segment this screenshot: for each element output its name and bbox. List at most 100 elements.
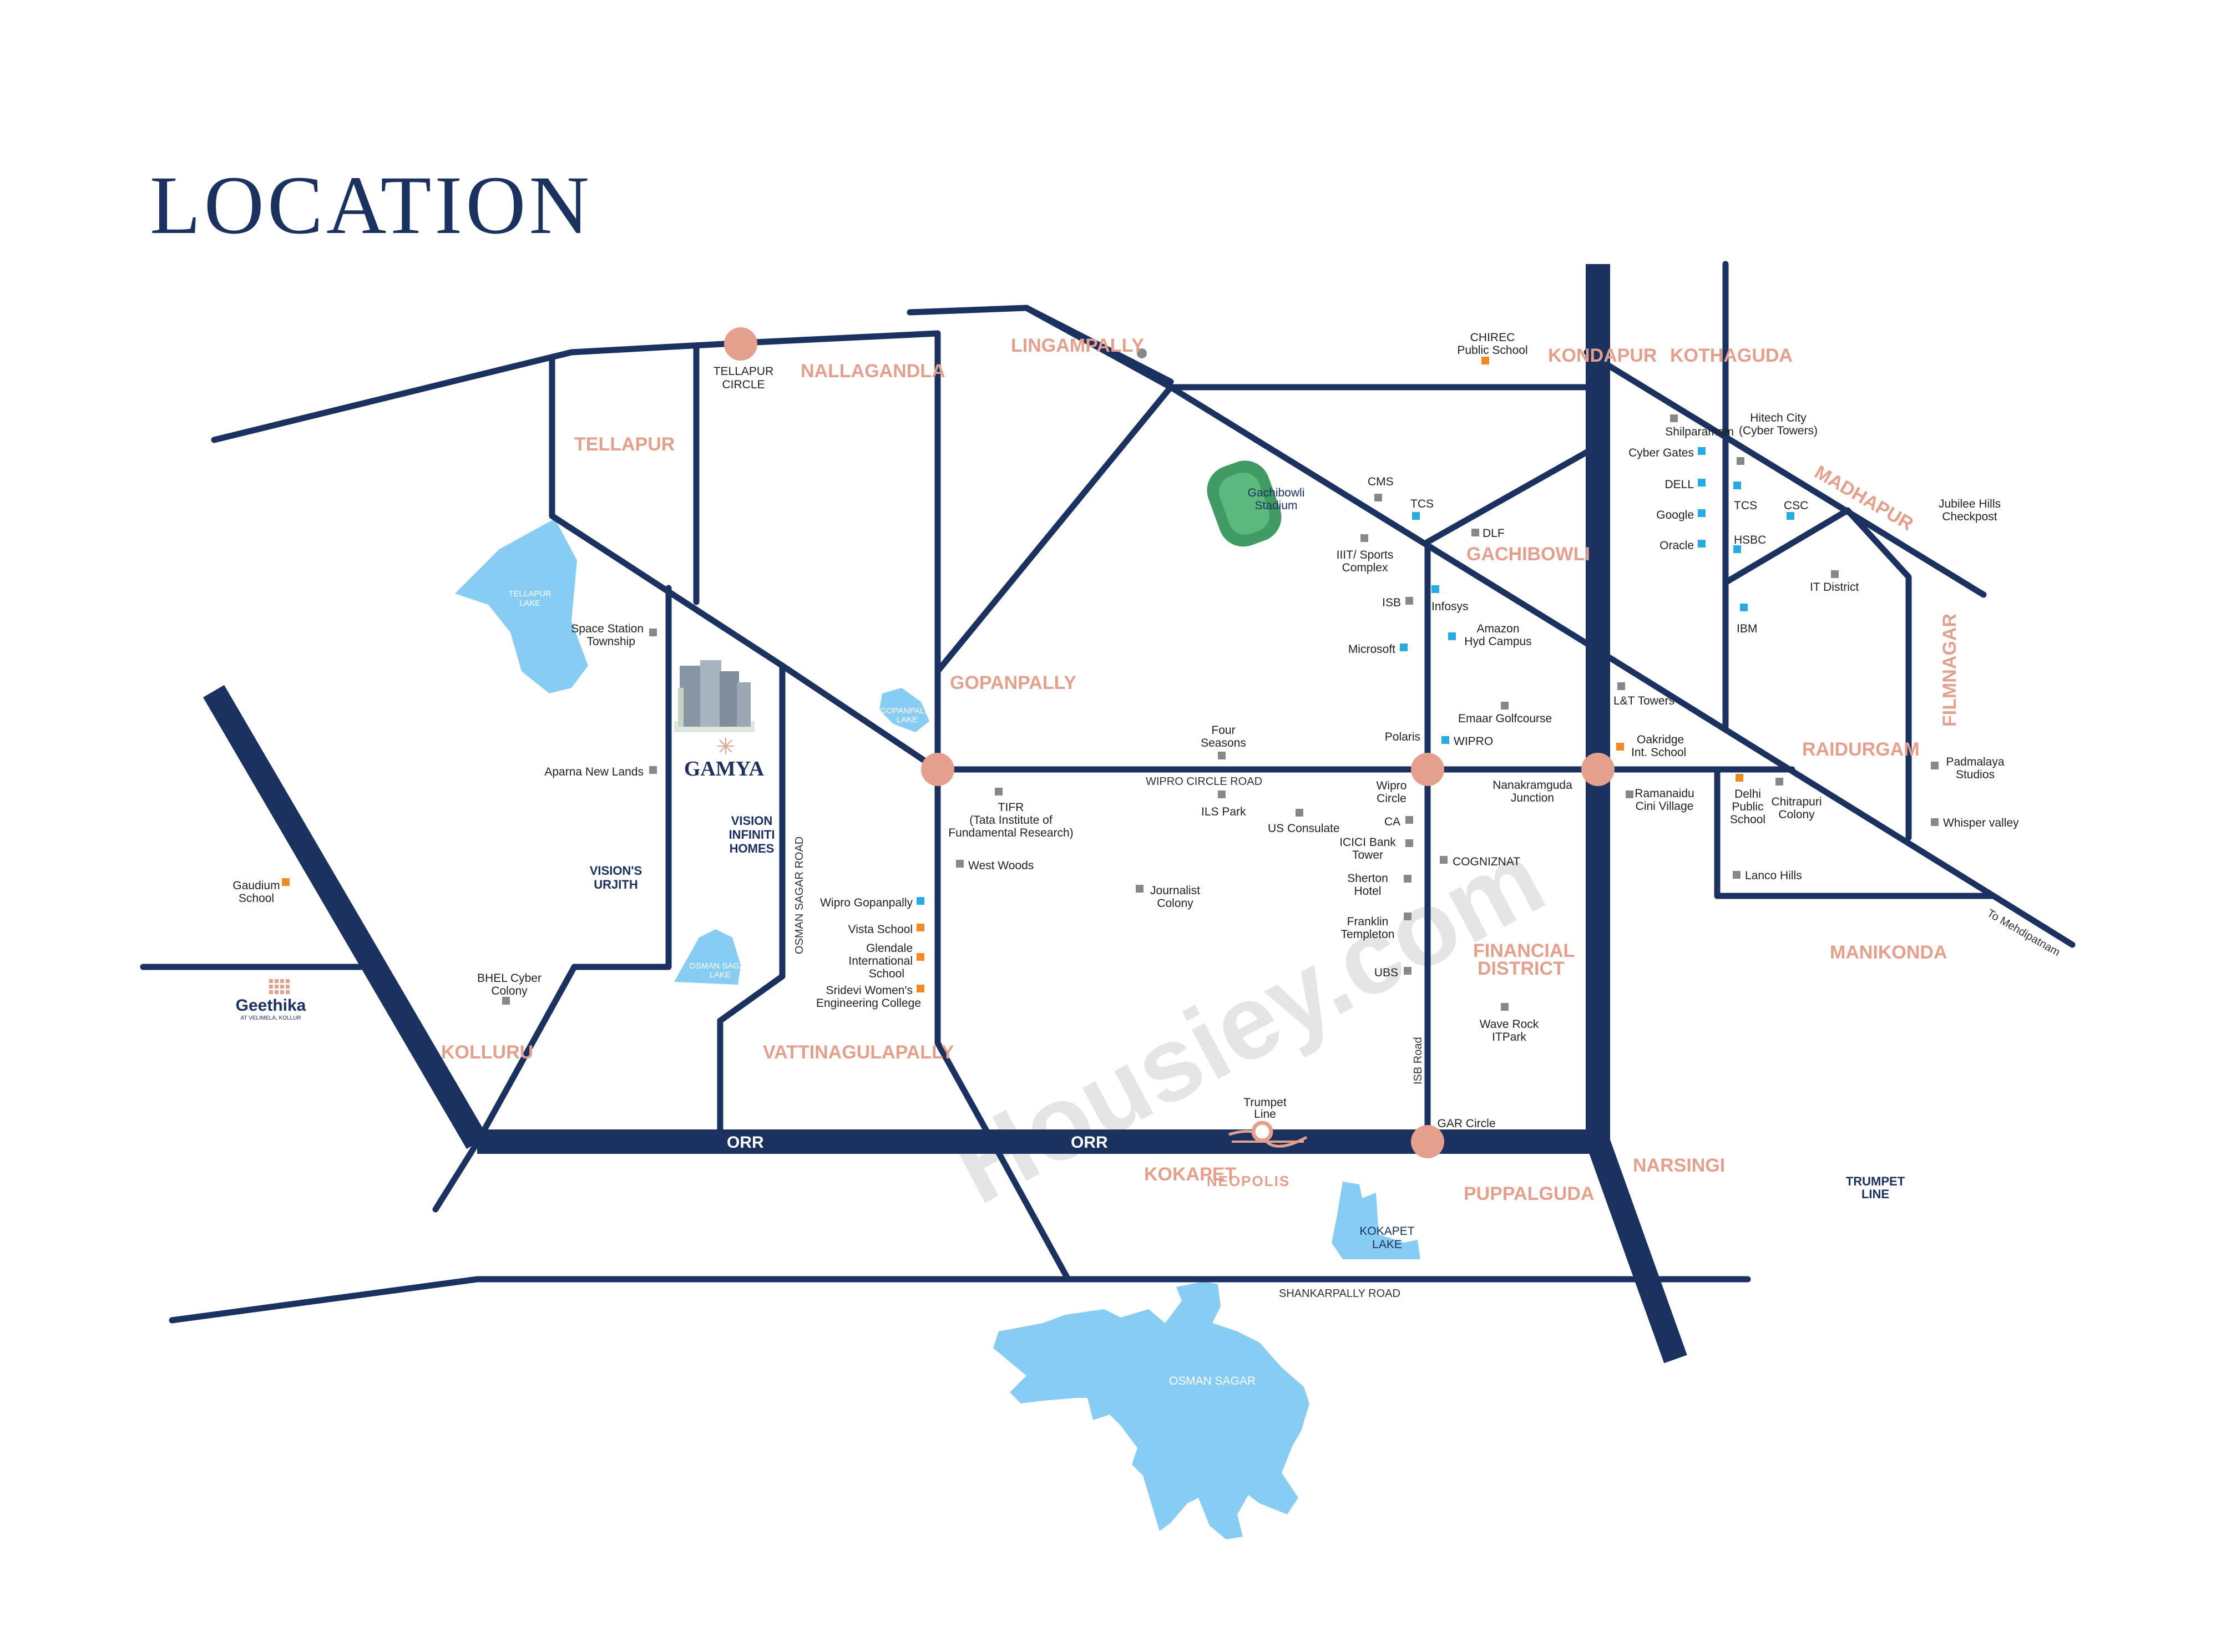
- kokapet-lake: [1332, 1182, 1420, 1259]
- whisper-valley-label: Whisper valley: [1943, 817, 2019, 829]
- kokapet-lake-label-1: KOKAPET: [1359, 1225, 1414, 1238]
- wave-rock-label-1: Wave Rock: [1480, 1018, 1539, 1031]
- osman-sagar-road-label: OSMAN SAGAR ROAD: [793, 837, 806, 954]
- area-manikonda: MANIKONDA: [1830, 942, 1947, 963]
- four-seasons-label-2: Seasons: [1201, 737, 1246, 749]
- gopanpally-lake: [879, 688, 929, 732]
- lingampally-marker: [1137, 348, 1147, 358]
- gamya-label: GAMYA: [684, 757, 765, 781]
- kokapet-lake-label-2: LAKE: [1372, 1238, 1402, 1251]
- icici-label-1: ICICI Bank: [1339, 836, 1396, 849]
- osman-sagar-label: OSMAN SAGAR: [1169, 1375, 1256, 1387]
- road-gachibowli-diag: [1424, 449, 1590, 545]
- iiit-label-1: IIIT/ Sports: [1337, 549, 1394, 561]
- orr-label-main-2: ORR: [1071, 1133, 1108, 1152]
- road-orr-spur-south: [432, 1139, 480, 1213]
- isb-road-label: ISB Road: [1412, 1037, 1424, 1085]
- visions-urjith-label-1: VISION'S: [590, 864, 642, 878]
- nanakramguda-label-2: Junction: [1511, 792, 1554, 804]
- journalist-label-1: Journalist: [1150, 884, 1200, 897]
- area-financial-district-2: DISTRICT: [1478, 958, 1565, 979]
- area-puppalguda: PUPPALGUDA: [1464, 1183, 1595, 1204]
- gaudium-label-2: School: [239, 892, 274, 905]
- jubilee-label-2: Checkpost: [1942, 510, 1997, 523]
- junctions: [724, 327, 1615, 1158]
- road-lingampally-diag: [1023, 305, 2076, 948]
- gopanpally-lake-label-2: LAKE: [897, 715, 918, 724]
- wipro-circle-label-1: Wipro: [1377, 779, 1407, 792]
- orr-east-vertical: [1586, 264, 1687, 1364]
- polaris-label: Polaris: [1385, 731, 1420, 743]
- hsbc-label: HSBC: [1734, 534, 1766, 546]
- road-tellapur-north: [211, 330, 941, 443]
- ibm-label: IBM: [1737, 622, 1757, 635]
- road-shankarpally: [169, 1276, 1751, 1324]
- space-station-label-1: Space Station: [571, 622, 644, 635]
- tellapur-lake-label-2: LAKE: [519, 599, 540, 608]
- landmark-markers: [282, 348, 1939, 1011]
- gachibowli-stadium: [1207, 460, 1282, 547]
- oracle-label: Oracle: [1660, 539, 1694, 552]
- area-kokapet: KOKAPET: [1144, 1164, 1236, 1185]
- bhel-label-2: Colony: [491, 985, 528, 997]
- dps-label-3: School: [1730, 813, 1765, 826]
- junction-gopanpally: [921, 753, 954, 786]
- franklin-label-2: Templeton: [1341, 928, 1395, 941]
- tellapur-lake: [455, 519, 588, 693]
- oakridge-label-2: Int. School: [1631, 746, 1686, 759]
- chitrapuri-label-1: Chitrapuri: [1771, 795, 1822, 808]
- road-madhapur-loop: [1722, 507, 1912, 841]
- amazon-label-1: Amazon: [1476, 622, 1519, 635]
- infosys-label: Infosys: [1431, 600, 1469, 613]
- lanco-hills-label: Lanco Hills: [1745, 869, 1802, 882]
- gar-circle-label: GAR Circle: [1437, 1117, 1495, 1130]
- chirec-label-1: CHIREC: [1470, 331, 1515, 344]
- wipro-gopanpally-label: Wipro Gopanpally: [820, 896, 913, 909]
- aparna-label: Aparna New Lands: [544, 766, 644, 778]
- iiit-label-2: Complex: [1342, 561, 1388, 574]
- orr-west-diagonal: [203, 685, 488, 1149]
- space-station-label-2: Township: [586, 635, 635, 648]
- road-kothaguda-diag: [1583, 349, 1987, 598]
- orr-label-main-1: ORR: [727, 1133, 764, 1152]
- osman-sagar-small-lake: [674, 929, 741, 985]
- tellapur-circle-label-1: TELLAPUR: [714, 365, 774, 378]
- gamya-star-icon: [717, 738, 734, 754]
- wipro-circle-label-2: Circle: [1377, 792, 1406, 805]
- orr-roads: [203, 264, 1687, 1364]
- glendale-label-2: International: [848, 955, 913, 967]
- stadium-label-2: Stadium: [1254, 499, 1297, 512]
- cognizant-label: COGNIZNAT: [1453, 855, 1520, 868]
- tellapur-lake-label-1: TELLAPUR: [508, 589, 552, 599]
- gopanpally-lake-label-1: GOPANPALLY: [880, 706, 934, 716]
- journalist-label-2: Colony: [1157, 897, 1193, 910]
- shankarpally-road-label: SHANKARPALLY ROAD: [1279, 1288, 1400, 1300]
- landmark-labels: CHIREC Public School Hitech City (Cyber …: [232, 331, 2019, 1043]
- area-filmnagar: FILMNAGAR: [1939, 614, 1960, 727]
- cms-label: CMS: [1368, 475, 1394, 488]
- tifr-label-2: (Tata Institute of: [969, 814, 1053, 827]
- gaudium-label-1: Gaudium: [232, 879, 280, 892]
- watermark: Housiey.com: [934, 818, 1562, 1227]
- ca-label: CA: [1384, 815, 1400, 828]
- road-osman-sagar-road: [717, 662, 786, 1135]
- dell-label: DELL: [1664, 478, 1694, 491]
- area-vattinagulapally: VATTINAGULAPALLY: [763, 1042, 954, 1063]
- jubilee-label-1: Jubilee Hills: [1939, 498, 2001, 510]
- trumpet-label-2: Line: [1254, 1108, 1276, 1121]
- road-gopanpally-vertical: [934, 330, 1071, 1283]
- sridevi-label-1: Sridevi Women's: [826, 984, 913, 997]
- osman-sagar-small-label-2: LAKE: [710, 970, 731, 980]
- cyber-gates-label: Cyber Gates: [1628, 447, 1694, 459]
- neopolis-label: NEOPOLIS: [1207, 1173, 1290, 1189]
- nanakramguda-label-1: Nanakramguda: [1492, 779, 1572, 792]
- lake-labels: TELLAPUR LAKE GOPANPALLY LAKE OSMAN SAGA…: [508, 487, 1415, 1387]
- microsoft-label: Microsoft: [1348, 643, 1395, 656]
- vision-infiniti-label-2: INFINITI: [728, 828, 775, 842]
- geethika-logo-icon: [269, 979, 290, 994]
- chirec-label-2: Public School: [1457, 344, 1527, 357]
- dlf-label: DLF: [1483, 527, 1505, 540]
- shilparamam-label: Shilparamam: [1665, 425, 1734, 438]
- dps-label-2: Public: [1732, 800, 1763, 813]
